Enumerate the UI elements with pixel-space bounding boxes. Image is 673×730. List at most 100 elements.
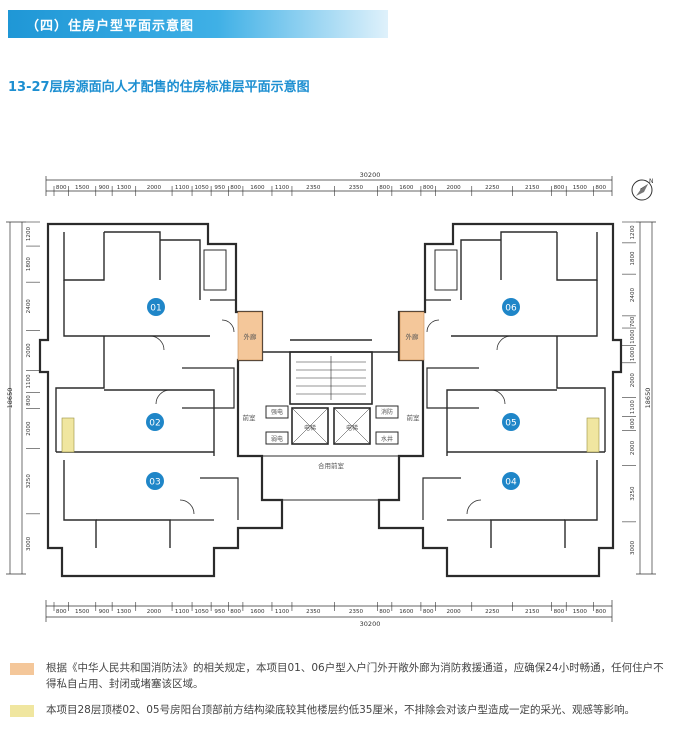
top-segment-label: 1500 <box>573 185 588 191</box>
bottom-segment-label: 800 <box>595 609 606 615</box>
left-segment-labels: 1200 1800 2400 2000 1100 800 2000 3250 3000 <box>26 221 40 551</box>
bottom-segment-label: 1600 <box>399 609 414 615</box>
top-segment-label: 800 <box>379 185 390 191</box>
bottom-segment-label: 800 <box>230 609 241 615</box>
bottom-total-label: 30200 <box>360 620 381 628</box>
top-segment-label: 2000 <box>147 185 162 191</box>
balcony-05 <box>586 417 600 453</box>
left-wing <box>38 222 284 578</box>
top-segment-label: 800 <box>595 185 606 191</box>
bottom-segment-label: 1600 <box>250 609 265 615</box>
right-dimension <box>636 221 656 575</box>
right-segment-label: 1100 <box>630 400 636 415</box>
unit-label-04: 04 <box>505 478 517 488</box>
top-segment-label: 800 <box>423 185 434 191</box>
right-wing <box>377 222 623 578</box>
weak-current-label: 弱电 <box>271 435 283 443</box>
top-segment-label: 2350 <box>349 185 364 191</box>
top-segment-label: 800 <box>56 185 67 191</box>
left-segment-label: 1100 <box>26 374 32 389</box>
unit-label-06: 06 <box>505 304 517 314</box>
bottom-segment-label: 800 <box>56 609 67 615</box>
bottom-segment-label: 2350 <box>306 609 321 615</box>
unit-badge-06: 06 <box>502 298 520 316</box>
left-segment-label: 3250 <box>26 474 32 489</box>
top-segment-label: 1500 <box>75 185 90 191</box>
corridor-right-label: 外廊 <box>406 332 420 341</box>
unit-label-02: 02 <box>149 419 160 429</box>
right-segment-label: 800 <box>630 418 636 429</box>
legend-item-corridor: 根据《中华人民共和国消防法》的相关规定，本项目01、06户型入户门外开敞外廊为消… <box>8 660 668 694</box>
top-segment-label: 2350 <box>306 185 321 191</box>
right-total-label: 18650 <box>644 388 652 409</box>
elevator-1-label: 电梯 <box>304 424 316 432</box>
bottom-dimension <box>45 600 613 622</box>
right-segment-label: 1000 <box>630 347 636 362</box>
bottom-segment-label: 1500 <box>573 609 588 615</box>
legend-text-balcony: 本项目28层顶楼02、05号房阳台顶部前方结构梁底较其他楼层约低35厘米，不排除… <box>46 704 635 716</box>
right-segment-label: 3250 <box>630 486 636 501</box>
left-segment-label: 800 <box>26 395 32 406</box>
top-segment-label: 900 <box>99 185 110 191</box>
left-segment-label: 1200 <box>26 226 32 241</box>
elevator-2-label: 电梯 <box>346 424 358 432</box>
right-segment-label: 700 <box>630 316 636 327</box>
unit-badge-04: 04 <box>502 472 520 490</box>
compass-north-label: N <box>649 178 654 185</box>
left-segment-label: 2400 <box>26 299 32 314</box>
corridor-right <box>399 311 425 361</box>
top-segment-label: 1100 <box>275 185 290 191</box>
top-segment-label: 800 <box>230 185 241 191</box>
right-segment-labels: 1200180024007001000100020001100800200032… <box>622 221 636 555</box>
front-room-left-label: 前室 <box>243 413 257 422</box>
corridor-left-label: 外廊 <box>244 332 258 341</box>
bottom-segment-label: 1300 <box>117 609 132 615</box>
bottom-segment-label: 1500 <box>75 609 90 615</box>
top-segment-label: 2000 <box>446 185 461 191</box>
water-well-label: 水井 <box>381 435 393 443</box>
right-segment-label: 1800 <box>630 251 636 266</box>
top-segment-label: 800 <box>554 185 565 191</box>
top-segment-label: 1100 <box>175 185 190 191</box>
section-header: （四）住房户型平面示意图 <box>8 10 388 38</box>
top-dimension <box>45 176 613 196</box>
legend-swatch-balcony <box>10 705 34 717</box>
top-segment-label: 1300 <box>117 185 132 191</box>
top-total-label: 30200 <box>360 171 381 179</box>
plan-title: 13-27层房源面向人才配售的住房标准层平面示意图 <box>8 80 310 95</box>
bottom-segment-label: 900 <box>99 609 110 615</box>
top-segment-label: 1600 <box>250 185 265 191</box>
right-segment-label: 2000 <box>630 373 636 388</box>
legend-swatch-corridor <box>10 663 34 675</box>
building-core <box>262 339 400 501</box>
legend-item-balcony: 本项目28层顶楼02、05号房阳台顶部前方结构梁底较其他楼层约低35厘米，不排除… <box>8 702 668 720</box>
bottom-segment-label: 800 <box>423 609 434 615</box>
right-segment-label: 1200 <box>630 225 636 240</box>
strong-current-label: 强电 <box>271 408 283 416</box>
unit-badge-05: 05 <box>502 413 520 431</box>
top-segment-label: 1600 <box>399 185 414 191</box>
bottom-segment-label: 800 <box>554 609 565 615</box>
section-title: （四）住房户型平面示意图 <box>26 19 195 34</box>
bottom-segment-label: 2150 <box>525 609 540 615</box>
corridor-left <box>237 311 263 361</box>
bottom-segment-label: 2350 <box>349 609 364 615</box>
right-segment-label: 1000 <box>630 329 636 344</box>
bottom-segment-label: 1100 <box>275 609 290 615</box>
left-dimension <box>6 221 26 575</box>
right-segment-label: 3000 <box>630 540 636 555</box>
unit-label-03: 03 <box>149 478 160 488</box>
bottom-segment-label: 800 <box>379 609 390 615</box>
top-segment-label: 1050 <box>194 185 209 191</box>
left-segment-label: 2000 <box>26 343 32 358</box>
left-segment-label: 1800 <box>26 257 32 272</box>
left-segment-label: 2000 <box>26 421 32 436</box>
unit-label-01: 01 <box>150 304 161 314</box>
bottom-segment-label: 2000 <box>446 609 461 615</box>
unit-badge-02: 02 <box>146 413 164 431</box>
bottom-segment-label: 2000 <box>147 609 162 615</box>
left-segment-label: 3000 <box>26 536 32 551</box>
bottom-segment-label: 2250 <box>485 609 500 615</box>
